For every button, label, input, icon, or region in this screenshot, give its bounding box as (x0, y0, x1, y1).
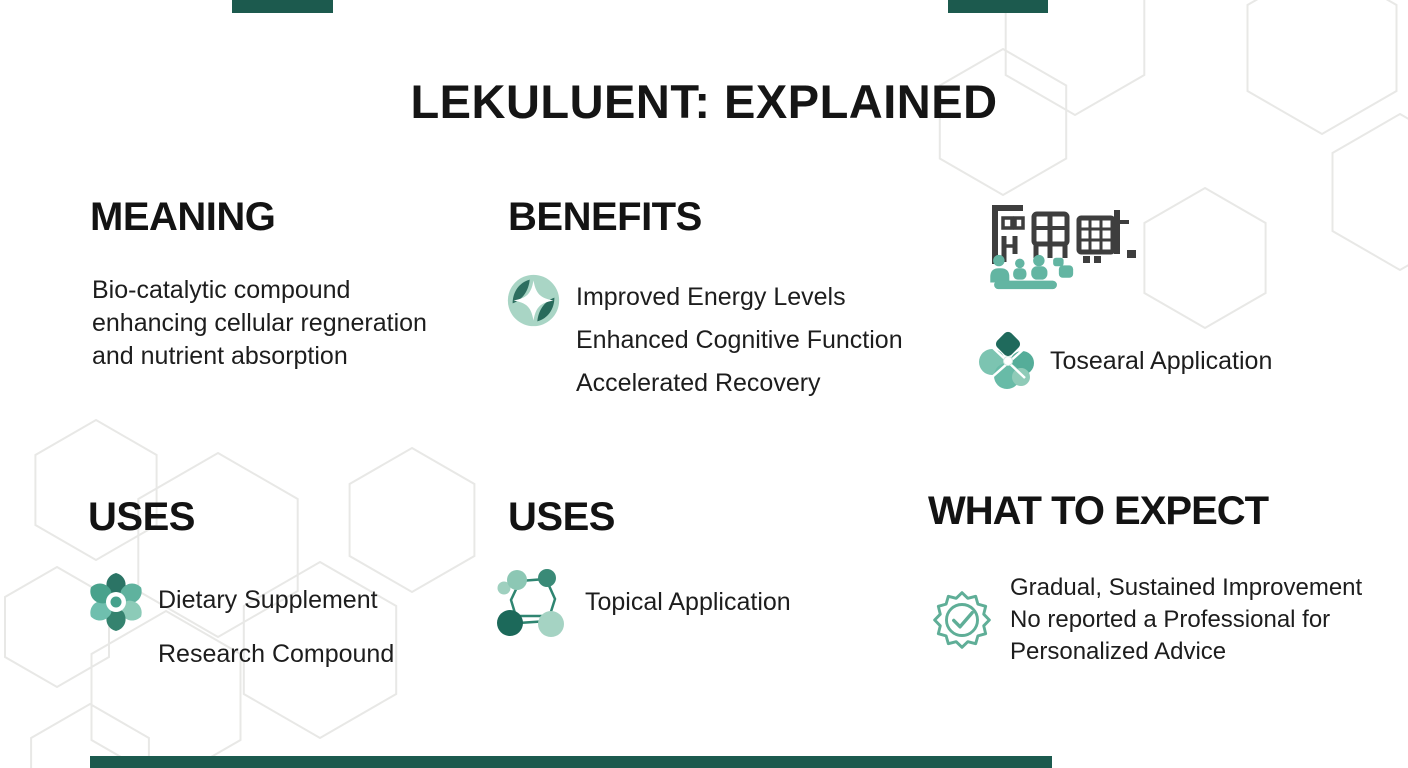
uses-left-item: Dietary Supplement (158, 586, 378, 614)
people-silhouette-icon (990, 254, 1074, 290)
uses-left-item: Research Compound (158, 640, 395, 668)
hexagon-decoration (348, 446, 476, 594)
meaning-body: Bio-catalytic compound enhancing cellula… (92, 276, 427, 370)
benefits-heading: BENEFITS (508, 195, 702, 239)
uses-center-heading: USES (508, 495, 615, 539)
hexagon-decoration (34, 418, 158, 562)
page-title: LEKULUENT: EXPLAINED (410, 75, 998, 128)
section-meaning: MEANING Bio-catalytic compound enhancing… (90, 195, 490, 370)
clover-icon (979, 331, 1034, 389)
meaning-heading: MEANING (90, 195, 276, 239)
hexagon-decoration (137, 451, 299, 639)
flower-icon (90, 573, 142, 631)
expect-line: Personalized Advice (1010, 638, 1227, 665)
badge-check-icon (933, 591, 991, 649)
expect-line: Gradual, Sustained Improvement (1010, 574, 1363, 601)
hexagon-decoration (938, 47, 1068, 197)
hexagon-decoration (1143, 186, 1267, 330)
hexagon-decoration (30, 702, 150, 768)
section-expect: WHAT TO EXPECT Gradual, Sustained Improv… (928, 489, 1388, 665)
leaf-circle-icon (507, 274, 560, 327)
top-accent-bar-right (948, 0, 1048, 13)
section-uses-center: USES Topical Application (497, 495, 908, 637)
hexagon-decoration (1004, 0, 1146, 117)
top-accent-bar-left (232, 0, 333, 13)
benefit-item: Improved Energy Levels (576, 283, 846, 311)
hexagon-decoration (1246, 0, 1398, 136)
uses-left-heading: USES (88, 495, 195, 539)
tosearal-label: Tosearal Application (1050, 347, 1273, 375)
benefit-item: Accelerated Recovery (576, 369, 821, 397)
expect-lines: Gradual, Sustained Improvement No report… (1010, 572, 1380, 668)
hexagon-decoration (1331, 112, 1408, 272)
expect-line: No reported a Professional for (1010, 606, 1331, 633)
benefits-list: Improved Energy Levels Enhanced Cognitiv… (576, 276, 948, 405)
section-benefits: BENEFITS Improved Energy Levels Enhanced… (507, 195, 948, 397)
expect-heading: WHAT TO EXPECT (928, 489, 1269, 533)
section-uses-left: USES Dietary Supplement Research Compoun… (88, 495, 468, 668)
uses-center-item: Topical Application (585, 588, 791, 616)
molecule-icon (497, 569, 564, 637)
hexagon-decoration (90, 609, 242, 768)
bottom-accent-bar (90, 756, 1052, 768)
building-glyphs-icon (992, 205, 1136, 264)
hexagon-decoration (242, 560, 398, 740)
benefit-item: Enhanced Cognitive Function (576, 326, 903, 354)
